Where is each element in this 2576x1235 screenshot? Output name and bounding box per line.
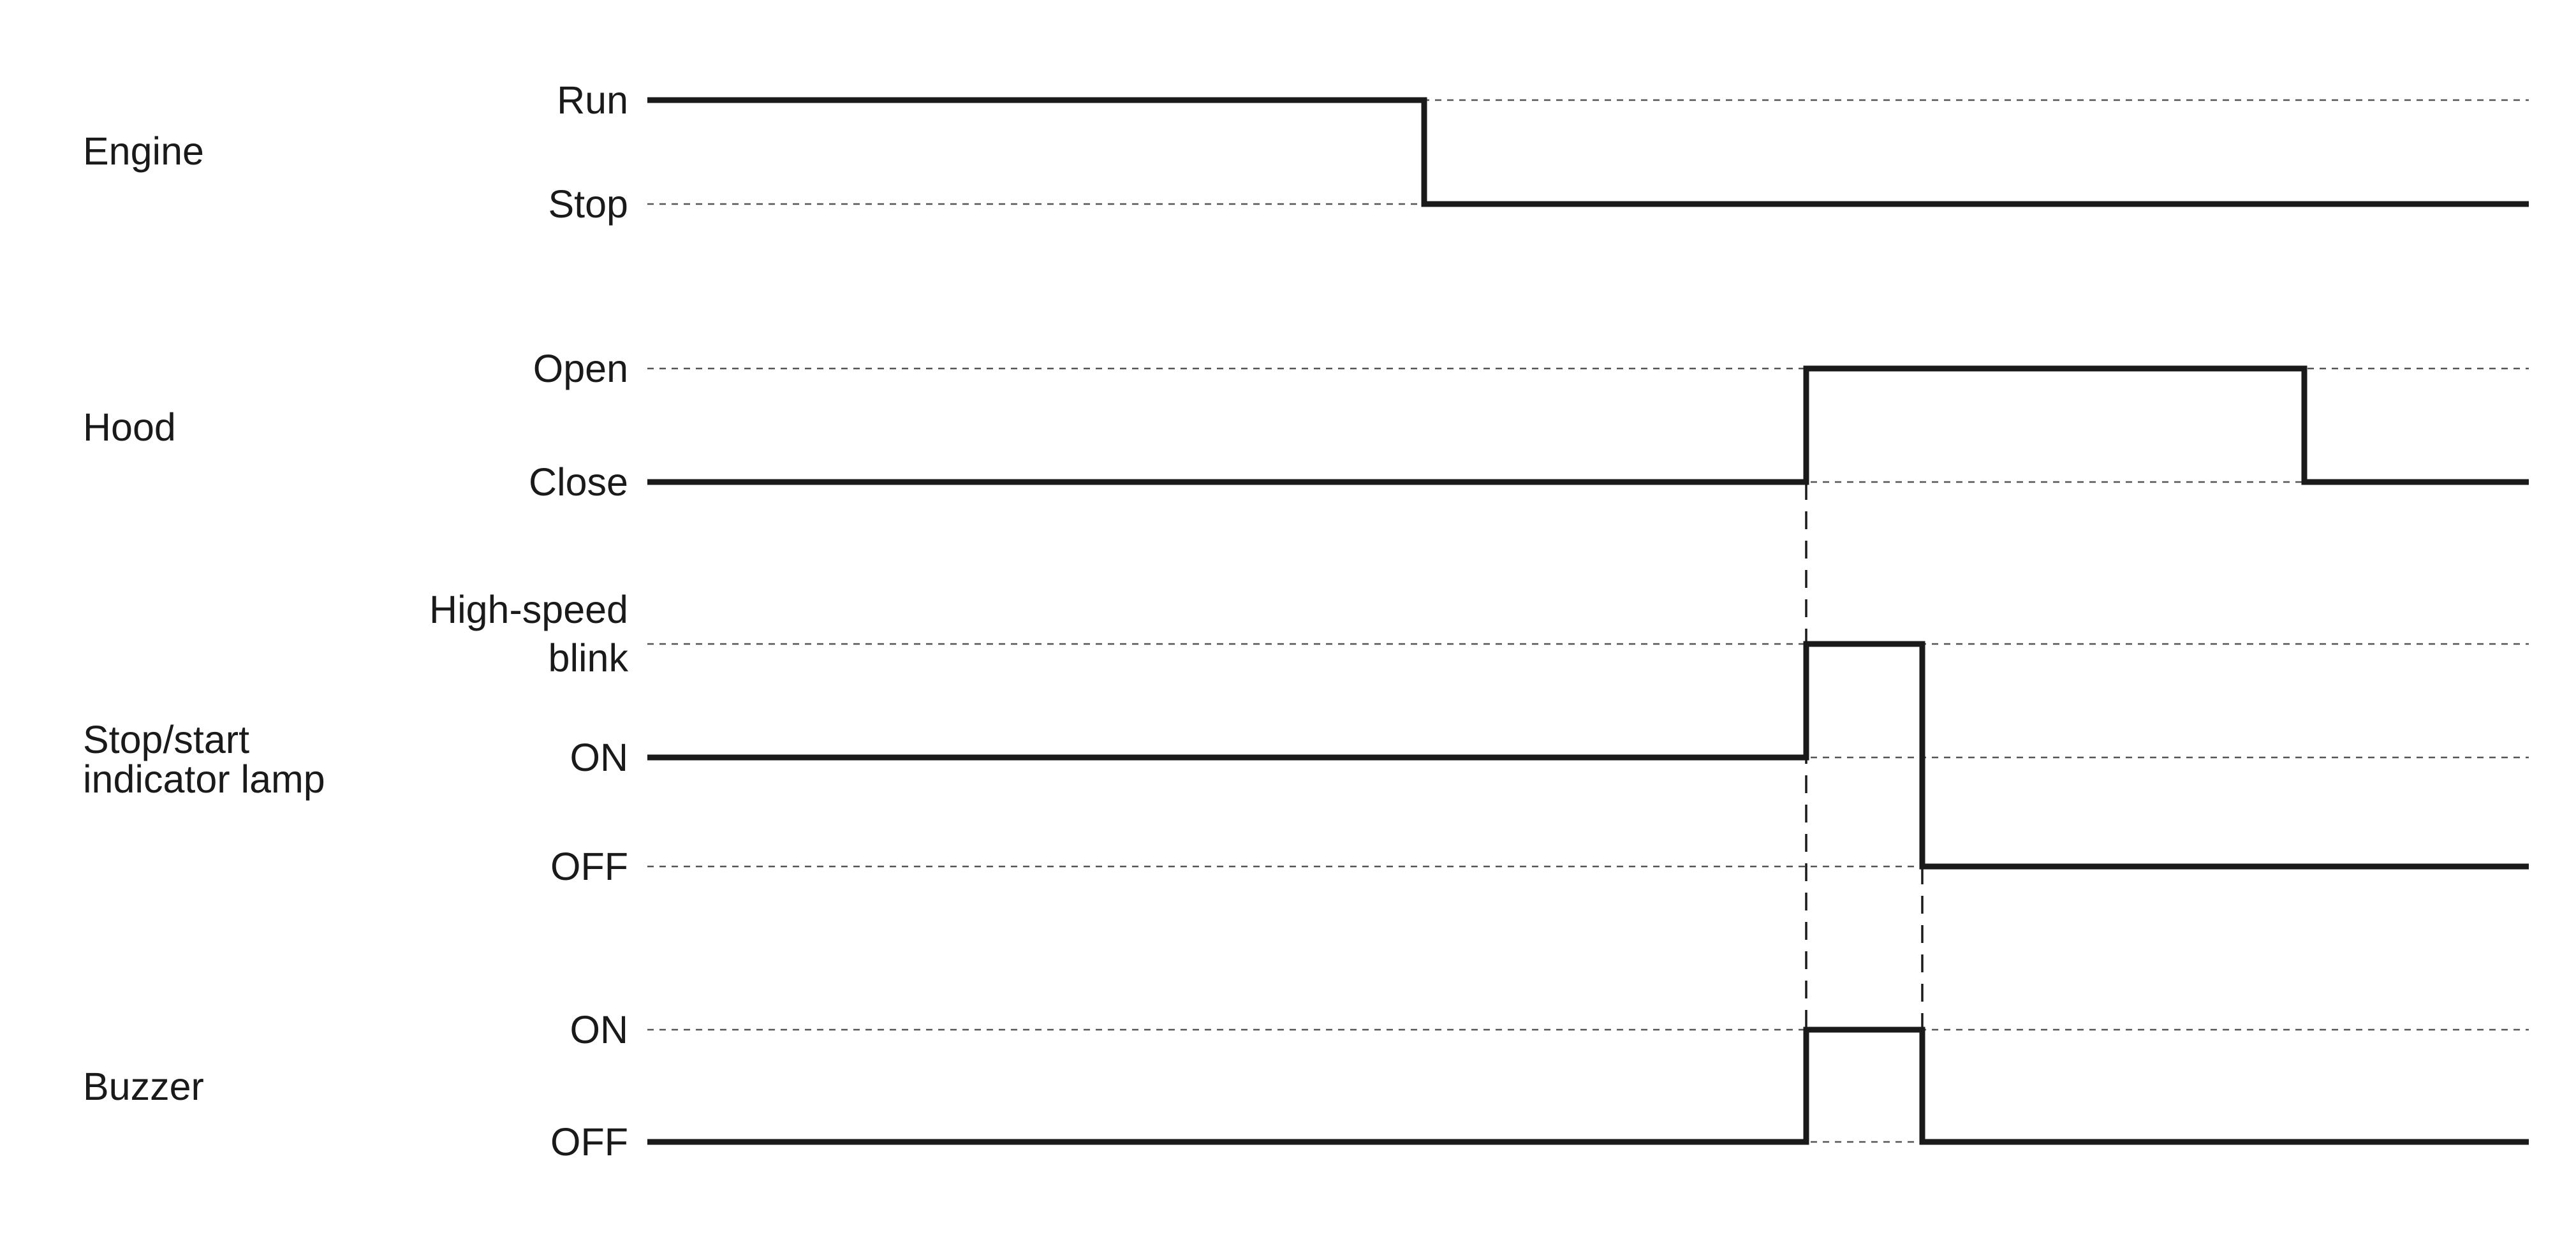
engine-waveform [647, 97, 2529, 207]
signal-buzzer: Buzzer ON OFF [83, 1008, 2529, 1164]
stop-start-indicator-lamp-level-blink-label-line: blink [548, 636, 629, 680]
buzzer-level-on-label: ON [570, 1008, 629, 1051]
hood-level-open-label-line: Open [533, 347, 628, 390]
buzzer-level-off-label-line: OFF [550, 1120, 628, 1164]
buzzer-name-line: Buzzer [83, 1065, 204, 1108]
hood-level-close-label: Close [529, 460, 628, 504]
hood-level-close-label-line: Close [529, 460, 628, 504]
stop-start-indicator-lamp-level-blink-label: High-speed blink [429, 588, 628, 680]
engine-level-run-label-line: Run [557, 78, 628, 122]
buzzer-waveform [647, 1027, 2529, 1145]
stop-start-indicator-lamp-name-line: Stop/start [83, 718, 249, 761]
hood-name-line: Hood [83, 406, 176, 449]
buzzer-level-off-label: OFF [550, 1120, 628, 1164]
stop-start-indicator-lamp-name-line: indicator lamp [83, 757, 325, 801]
stop-start-indicator-lamp-level-on-label-line: ON [570, 736, 629, 779]
engine-level-stop-label: Stop [548, 182, 629, 226]
hood-waveform [647, 365, 2529, 485]
hood-level-open-label: Open [533, 347, 628, 390]
buzzer-level-on-label-line: ON [570, 1008, 629, 1051]
stop-start-indicator-lamp-level-on-label: ON [570, 736, 629, 779]
engine-name: Engine [83, 129, 204, 173]
stop-start-indicator-lamp-level-off-label-line: OFF [550, 845, 628, 888]
hood-name: Hood [83, 406, 176, 449]
buzzer-name: Buzzer [83, 1065, 204, 1108]
engine-level-stop-label-line: Stop [548, 182, 629, 226]
stop-start-indicator-lamp-waveform [647, 641, 2529, 870]
engine-name-line: Engine [83, 129, 204, 173]
engine-level-run-label: Run [557, 78, 628, 122]
stop-start-indicator-lamp-level-blink-label-line: High-speed [429, 588, 628, 631]
stop-start-indicator-lamp-level-off-label: OFF [550, 845, 628, 888]
